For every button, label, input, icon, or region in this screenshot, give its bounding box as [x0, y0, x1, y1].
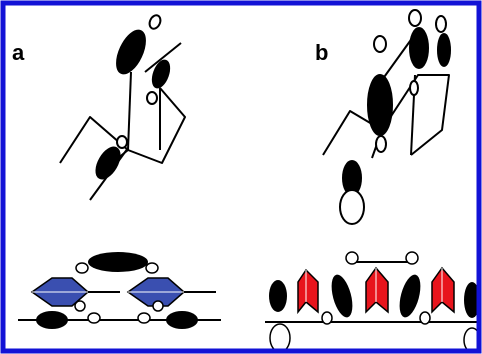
- panel-a-chain-small-bl: [74, 300, 86, 312]
- panel-b-chain-small-1: [345, 251, 359, 265]
- panel-a-chain-bottom-right: [166, 311, 198, 329]
- panel-b-lobe-mid-small-1: [409, 80, 419, 96]
- panel-b-lobe-right-upper: [409, 27, 429, 69]
- panel-a-lobe-lower: [95, 146, 121, 180]
- panel-b-chain-lobe-3: [399, 274, 421, 318]
- panel-a-orbitals: [95, 14, 171, 180]
- panel-a-ring-left: [30, 277, 120, 307]
- panel-a-chain-small-br: [152, 300, 164, 312]
- panel-a-chain: [18, 252, 221, 329]
- panel-b-chain-open-1: [269, 323, 291, 353]
- panel-b-lobe-center: [367, 74, 393, 136]
- panel-a-chain-small-right: [145, 262, 159, 274]
- panel-a-bicyclic-structure: [59, 42, 186, 201]
- panel-b-lobe-right-far: [437, 33, 451, 67]
- panel-a-chain-top-lobe: [88, 252, 148, 272]
- panel-b-ring-1: [297, 268, 319, 315]
- panel-b-chain-small-3: [321, 311, 333, 325]
- panel-b-chain-small-2: [405, 251, 419, 265]
- panel-a-chain-bottom-left: [36, 311, 68, 329]
- panel-b-chain-small-4: [419, 311, 431, 325]
- panel-b-orbitals: [339, 9, 451, 225]
- panel-b-lobe-top-left-small: [373, 35, 387, 53]
- panel-a-chain-bottom-mid-r: [137, 312, 151, 324]
- panel-a-chain-bottom-mid-l: [87, 312, 101, 324]
- panel-b-chain-lobe-1: [269, 280, 287, 312]
- panel-b-lobe-top-far-small: [435, 15, 447, 33]
- panel-a-label: a: [12, 40, 25, 65]
- panel-b-lobe-top-right-small: [408, 9, 422, 27]
- panel-a-lobe-middle-small: [146, 91, 158, 105]
- panel-a-chain-small-left: [75, 262, 89, 274]
- panel-b-ring-3: [431, 266, 455, 314]
- panel-b-lobe-mid-small-2: [375, 135, 387, 153]
- panel-a-ring-right: [126, 277, 216, 307]
- panel-b-chain-lobe-2: [331, 274, 353, 318]
- panel-b-chain-lobe-4: [464, 282, 480, 318]
- panel-a-lobe-lower-small: [116, 135, 128, 149]
- panel-a-lobe-upper: [116, 29, 146, 75]
- panel-b-chain: [265, 251, 481, 353]
- panel-b-lobe-bottom-open: [339, 189, 365, 225]
- panel-b-label: b: [315, 40, 328, 65]
- panel-a-lobe-upper-small: [148, 14, 162, 30]
- panel-a-lobe-middle: [151, 59, 171, 89]
- panel-b-ring-2: [365, 266, 389, 314]
